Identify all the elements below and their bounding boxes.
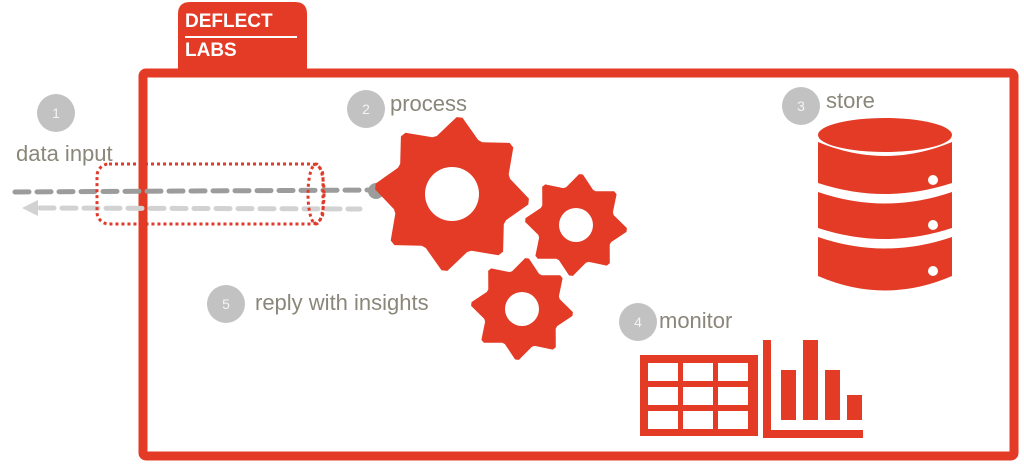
brand-line1: DEFLECT <box>185 11 273 32</box>
step-badge-2: 2 <box>347 90 385 128</box>
brand-line2: LABS <box>185 40 237 61</box>
step-badge-5: 5 <box>207 285 245 323</box>
reply-arrow-icon <box>22 200 38 216</box>
step-label-monitor: monitor <box>659 308 733 333</box>
pipe-end-outline <box>306 162 326 226</box>
step-label-data-input: data input <box>16 141 113 166</box>
table-cell <box>718 363 748 381</box>
bottom-gear-icon <box>471 258 573 360</box>
step-badge-1: 1 <box>37 94 75 132</box>
brand-rule <box>185 36 297 38</box>
pipe-outline <box>95 162 325 226</box>
table-icon <box>640 355 758 436</box>
table-cell <box>648 363 678 381</box>
step-badge-3: 3 <box>782 87 820 125</box>
brand-logo: DEFLECT LABS <box>185 11 297 62</box>
input-flow-line <box>12 187 375 195</box>
table-cell <box>648 387 678 405</box>
table-cell <box>648 411 678 429</box>
small-gear-icon <box>525 174 627 276</box>
large-gear-icon <box>375 117 529 271</box>
database-icon <box>818 118 952 291</box>
step-badge-4: 4 <box>619 303 657 341</box>
table-cell <box>683 363 713 381</box>
step-label-reply: reply with insights <box>255 290 429 315</box>
table-cell <box>683 387 713 405</box>
table-cell <box>683 411 713 429</box>
system-frame <box>138 68 1019 461</box>
reply-flow-line <box>37 205 363 212</box>
table-cell <box>718 387 748 405</box>
step-label-process: process <box>390 91 468 116</box>
bar-chart-icon <box>763 340 863 438</box>
table-cell <box>718 411 748 429</box>
step-label-store: store <box>826 88 875 113</box>
